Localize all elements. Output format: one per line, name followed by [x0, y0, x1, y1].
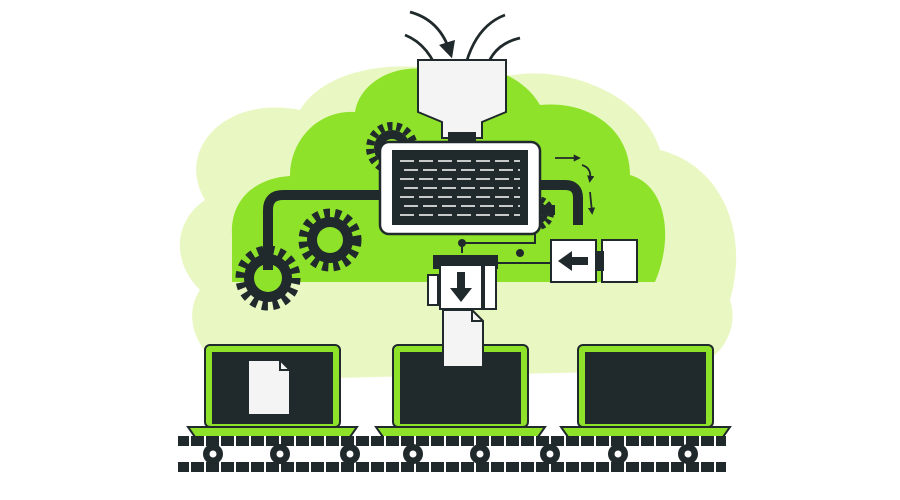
laptop-right	[559, 344, 732, 438]
laptop-left	[186, 344, 359, 438]
conveyor-wheels	[203, 444, 698, 464]
left-arrow-icon	[558, 251, 588, 271]
laptop-middle	[374, 344, 547, 438]
down-arrow-icon	[450, 272, 472, 302]
flow-arrows	[555, 154, 596, 215]
left-arrow-box	[550, 239, 638, 283]
document-icon	[247, 359, 291, 416]
down-arrow-box	[427, 255, 498, 310]
conveyor-belt	[178, 436, 726, 472]
document-icon	[442, 309, 484, 368]
gear-icon	[235, 245, 301, 311]
gear-icon	[298, 208, 362, 272]
hopper-funnel	[417, 59, 507, 139]
processor-machine	[378, 132, 542, 236]
